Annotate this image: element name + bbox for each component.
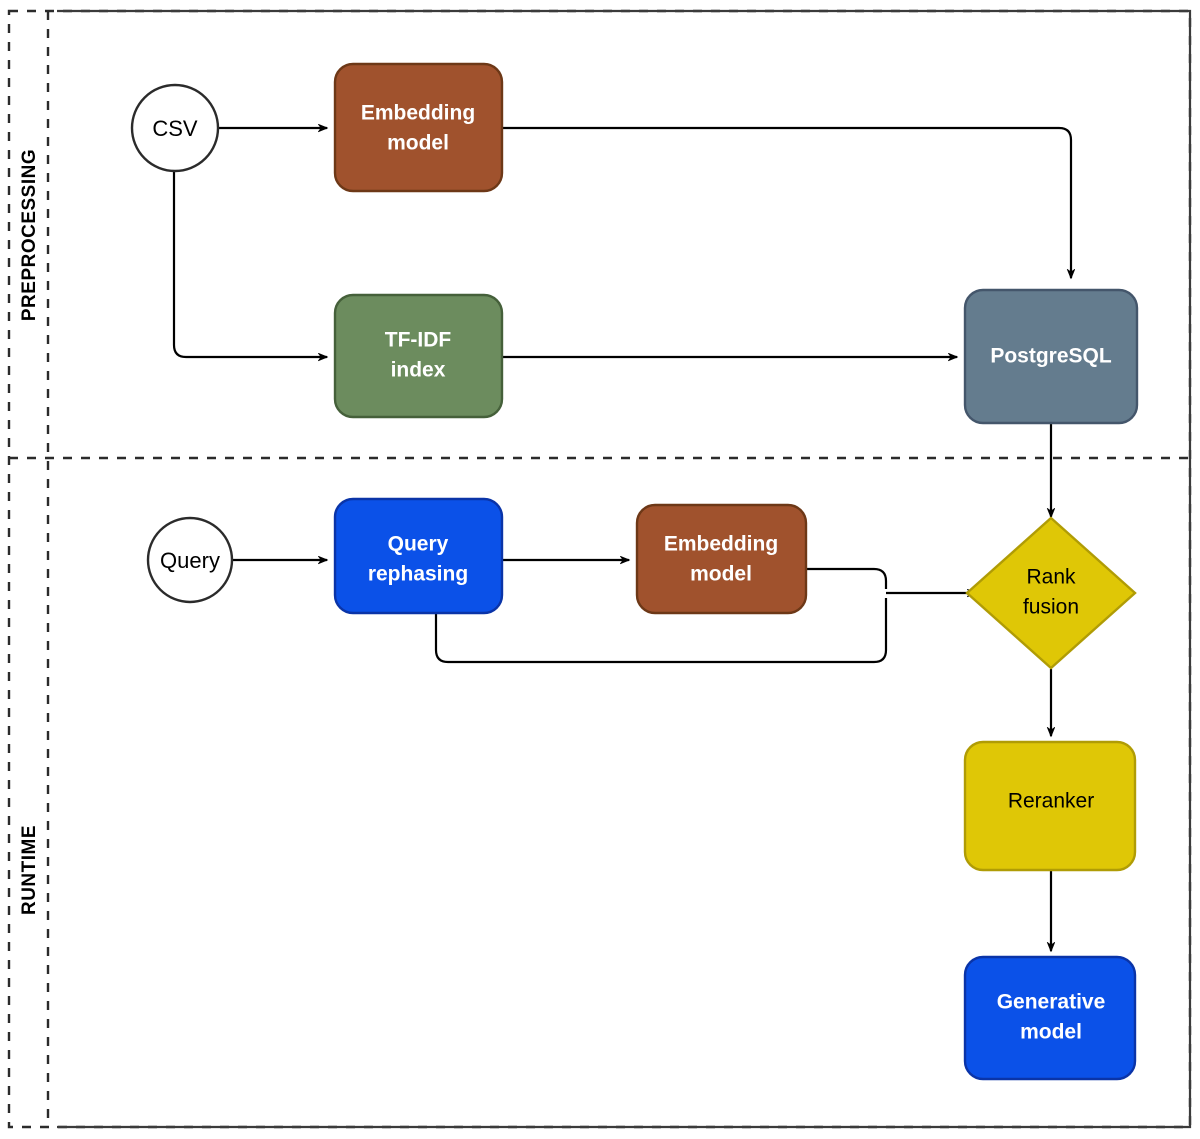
query-label: Query [160, 548, 220, 573]
reranker-box[interactable] [963, 740, 1137, 872]
edge-csv-to-tfidf-index [172, 172, 329, 362]
node-rank-fusion[interactable]: Rank fusion [965, 516, 1137, 670]
node-postgresql[interactable]: PostgreSQL [963, 288, 1139, 425]
edge-embedding-model-to-merge [806, 567, 888, 589]
node-query-rephasing[interactable]: Query rephasing [333, 497, 504, 615]
lane-label-preprocessing: PREPROCESSING [19, 149, 40, 321]
edge-embedding-model-to-postgresql [502, 126, 1076, 280]
generative-model-box[interactable] [963, 955, 1137, 1081]
lane-label-runtime-text: RUNTIME [19, 825, 40, 915]
lane-label-preprocessing-text: PREPROCESSING [19, 149, 40, 321]
edge-query-rephasing-bypass-to-merge [434, 598, 888, 664]
node-embedding-model-runtime[interactable]: Embedding model [635, 503, 808, 615]
node-csv[interactable]: CSV [130, 83, 220, 173]
query-ellipse[interactable] [146, 516, 234, 604]
generative-model-label-line2: model [1020, 1021, 1082, 1044]
rank-fusion-label-line1: Rank [1026, 566, 1076, 589]
lane-label-runtime: RUNTIME [19, 825, 40, 915]
node-tfidf-index[interactable]: TF-IDF index [333, 293, 504, 419]
node-embedding-model-preprocessing[interactable]: Embedding model [333, 62, 504, 193]
csv-label: CSV [152, 116, 198, 141]
embedding-model-runtime-label-line1: Embedding [664, 533, 778, 556]
embedding-model-runtime-label-line2: model [690, 563, 752, 586]
embedding-model-runtime-box[interactable] [635, 503, 808, 615]
query-rephasing-box[interactable] [333, 497, 504, 615]
node-generative-model[interactable]: Generative model [963, 955, 1137, 1081]
embedding-model-preprocessing-box[interactable] [333, 62, 504, 193]
csv-ellipse[interactable] [130, 83, 220, 173]
node-reranker[interactable]: Reranker [963, 740, 1137, 872]
pool-inner-border [57, 9, 1192, 1129]
embedding-model-preprocessing-label-line1: Embedding [361, 102, 475, 125]
node-query[interactable]: Query [146, 516, 234, 604]
tfidf-index-label-line2: index [391, 359, 446, 382]
tfidf-index-label-line1: TF-IDF [385, 329, 452, 352]
reranker-label: Reranker [1008, 790, 1094, 813]
tfidf-index-box[interactable] [333, 293, 504, 419]
postgresql-label: PostgreSQL [990, 345, 1112, 368]
rank-fusion-label-line2: fusion [1023, 596, 1079, 619]
query-rephasing-label-line1: Query [388, 533, 449, 556]
query-rephasing-label-line2: rephasing [368, 563, 468, 586]
postgresql-box[interactable] [963, 288, 1139, 425]
rank-fusion-diamond[interactable] [965, 516, 1137, 670]
embedding-model-preprocessing-label-line2: model [387, 132, 449, 155]
generative-model-label-line1: Generative [997, 991, 1106, 1014]
